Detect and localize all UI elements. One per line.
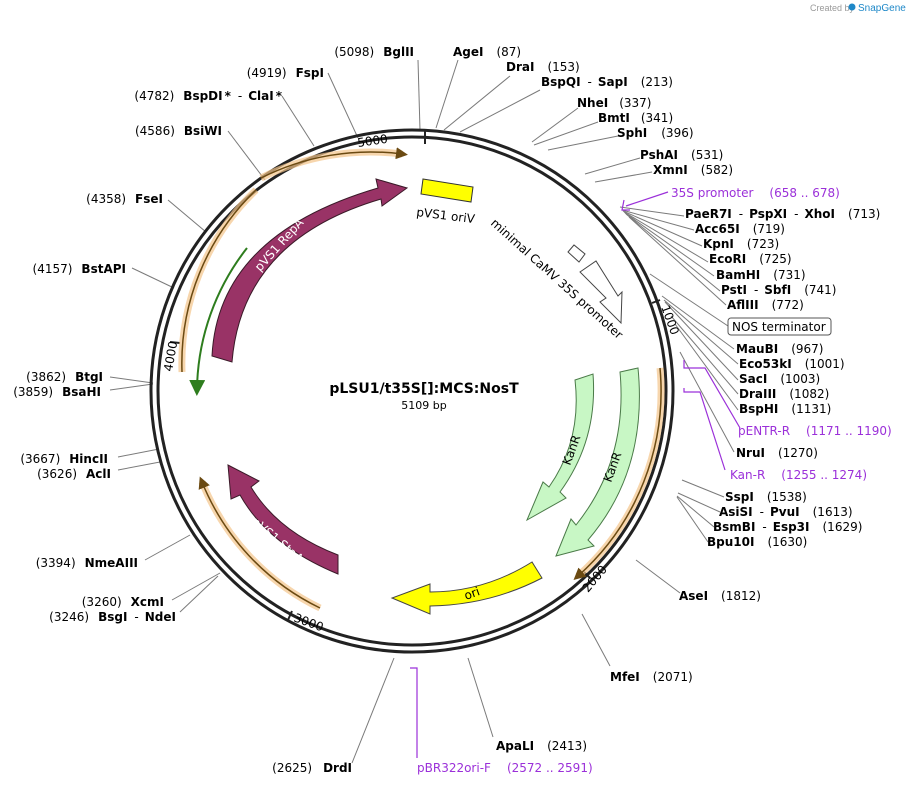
site-nhei[interactable]: NheI(337) <box>577 96 651 110</box>
site-ecori[interactable]: EcoRI(725) <box>709 252 792 266</box>
feature-pvs1-repa <box>211 178 409 363</box>
tick-label-5000: 5000 <box>356 132 388 150</box>
nos-terminator-label: NOS terminator <box>732 320 826 334</box>
site-pshai[interactable]: PshAI(531) <box>640 148 723 162</box>
primer-kan-r[interactable]: Kan-R(1255 .. 1274) <box>730 468 867 482</box>
site-asisi-pvui[interactable]: AsiSI-PvuI(1613) <box>719 505 853 519</box>
site-bspdi-clai[interactable]: (4782)BspDI*-ClaI* <box>134 89 282 103</box>
primer-pbr322ori-f[interactable]: pBR322ori-F(2572 .. 2591) <box>417 761 593 775</box>
site-bsiwi[interactable]: (4586)BsiWI <box>135 124 222 138</box>
site-bsahi[interactable]: (3859)BsaHI <box>13 385 101 399</box>
feature-label-pvs1-oriv: pVS1 oriV <box>416 205 477 226</box>
site-bsmbi-esp3i[interactable]: BsmBI-Esp3I(1629) <box>713 520 862 534</box>
site-btgi[interactable]: (3862)BtgI <box>26 370 103 384</box>
site-bsphi[interactable]: BspHI(1131) <box>739 402 831 416</box>
site-xcmi[interactable]: (3260)XcmI <box>82 595 164 609</box>
primer-pentr-r[interactable]: pENTR-R(1171 .. 1190) <box>738 424 892 438</box>
site-bmti[interactable]: BmtI(341) <box>598 111 673 125</box>
site-sphi[interactable]: SphI(396) <box>617 126 694 140</box>
feature-label-pvs1-repa: pVS1 RepA <box>252 215 307 274</box>
site-fsei[interactable]: (4358)FseI <box>86 192 163 206</box>
backbone-inner <box>156 135 668 647</box>
site-acc65i[interactable]: Acc65I(719) <box>695 222 785 236</box>
site-bpu10i[interactable]: Bpu10I(1630) <box>707 535 807 549</box>
site-drdi[interactable]: (2625)DrdI <box>272 761 352 775</box>
site-mfei[interactable]: MfeI(2071) <box>610 670 693 684</box>
site-drai[interactable]: DraI(153) <box>506 60 580 74</box>
snapgene-logo-icon <box>848 3 856 11</box>
leader-lines <box>109 59 739 764</box>
site-hincii[interactable]: (3667)HincII <box>20 452 108 466</box>
site-bglii[interactable]: (5098)BglII <box>334 45 414 59</box>
plasmid-length: 5109 bp <box>401 399 446 412</box>
credit-brand: SnapGene <box>858 3 906 14</box>
site-bstapi[interactable]: (4157)BstAPI <box>33 262 126 276</box>
credit-prefix: Created by <box>810 3 855 13</box>
primer-leaders <box>410 191 741 758</box>
feature-pvs1-staa <box>227 464 339 575</box>
site-xmni[interactable]: XmnI(582) <box>653 163 733 177</box>
site-bamhi[interactable]: BamHI(731) <box>716 268 806 282</box>
feature-camv-35s-arrow <box>579 260 623 325</box>
plasmid-name: pLSU1/t35S[]:MCS:NosT <box>329 381 519 397</box>
site-sspi[interactable]: SspI(1538) <box>725 490 807 504</box>
site-paer7i-pspxi-xhoi[interactable]: PaeR7I-PspXI-XhoI(713) <box>685 207 880 221</box>
feature-kanr-2 <box>555 367 640 557</box>
feature-kanr-1 <box>525 373 595 522</box>
feature-camv-35s-arrow-small <box>567 244 586 263</box>
site-fspi[interactable]: (4919)FspI <box>247 66 324 80</box>
site-nmeaiii[interactable]: (3394)NmeAIII <box>36 556 138 570</box>
backbone-outer <box>149 128 675 654</box>
feature-outline-arcs <box>178 147 665 612</box>
site-saci[interactable]: SacI(1003) <box>739 372 820 386</box>
tick-label-4000: 4000 <box>161 340 180 373</box>
site-apali[interactable]: ApaLI(2413) <box>496 739 587 753</box>
site-bspqi-sapi[interactable]: BspQI-SapI(213) <box>541 75 673 89</box>
site-draiii[interactable]: DraIII(1082) <box>739 387 829 401</box>
site-bsgi-ndei[interactable]: (3246)BsgI-NdeI <box>49 610 176 624</box>
site-kpni[interactable]: KpnI(723) <box>703 237 779 251</box>
site-maubi[interactable]: MauBI(967) <box>736 342 823 356</box>
site-psti-sbfi[interactable]: PstI-SbfI(741) <box>721 283 836 297</box>
feature-ori <box>390 561 543 615</box>
feature-label-ori: ori <box>462 584 481 602</box>
site-nrui[interactable]: NruI(1270) <box>736 446 818 460</box>
site-agei[interactable]: AgeI(87) <box>453 45 521 59</box>
primer-35s-promoter[interactable]: 35S promoter(658 .. 678) <box>671 186 840 200</box>
site-acli[interactable]: (3626)AclI <box>37 467 111 481</box>
site-asei[interactable]: AseI(1812) <box>679 589 761 603</box>
site-eco53ki[interactable]: Eco53kI(1001) <box>739 357 845 371</box>
site-aflii[interactable]: AflIII(772) <box>727 298 804 312</box>
nos-terminator-box <box>727 317 832 336</box>
feature-pvs1-oriv <box>420 178 474 203</box>
